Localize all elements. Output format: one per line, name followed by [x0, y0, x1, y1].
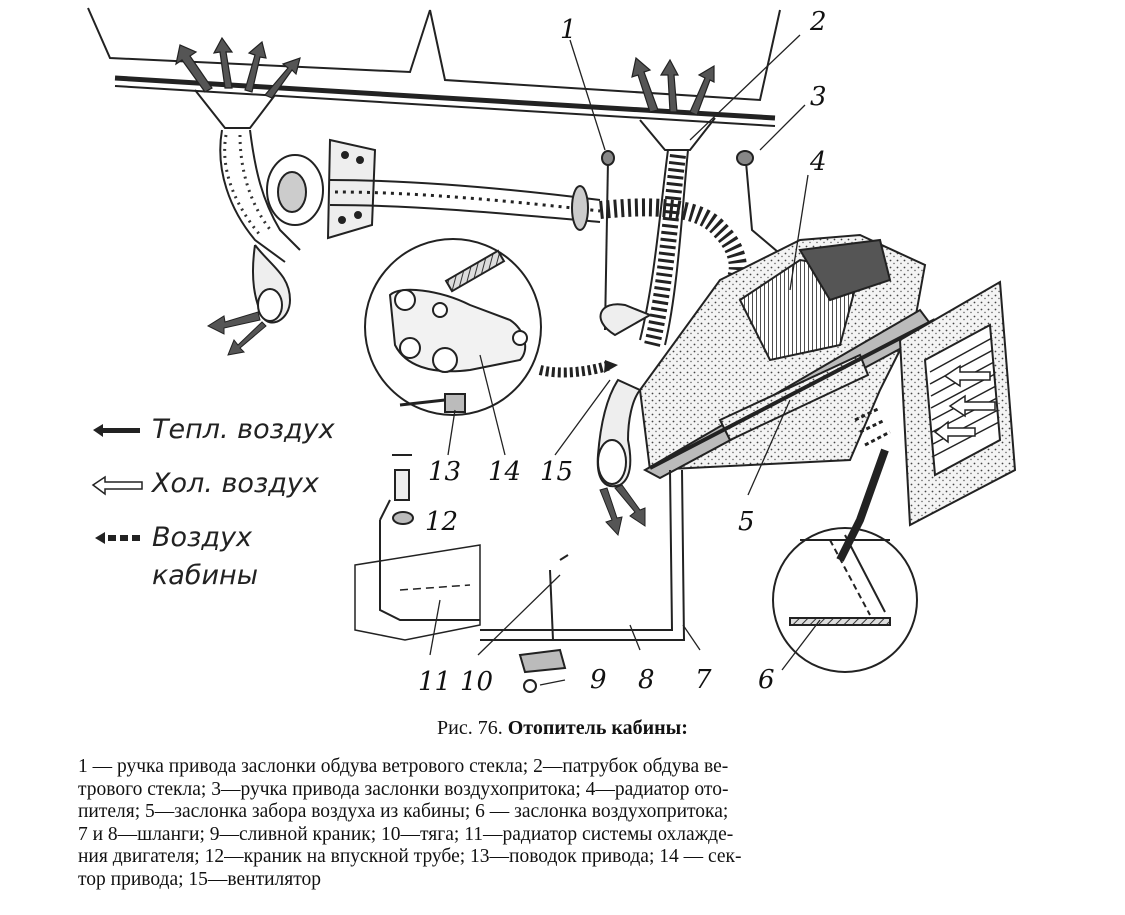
- callout-12: 12: [425, 507, 458, 537]
- callout-4: 4: [809, 147, 827, 177]
- rod-1: [601, 150, 615, 331]
- callout-13: 13: [428, 457, 461, 487]
- mount-flange: [266, 138, 377, 240]
- cabin-air-arrows: [854, 406, 891, 447]
- caption-prefix: Рис. 76.: [437, 717, 503, 739]
- inset-linkage: [364, 238, 542, 416]
- caption-title: Отопитель кабины:: [507, 717, 688, 739]
- caption-line: 7 и 8—шланги; 9—сливной краник; 10—тяга;…: [78, 823, 734, 845]
- cold-air-arrows: [933, 364, 996, 444]
- callout-10: 10: [460, 667, 493, 697]
- link-arrow: [538, 360, 612, 378]
- hose-clamp: [571, 185, 589, 231]
- callout-6: 6: [758, 665, 775, 695]
- callout-7: 7: [695, 665, 712, 695]
- legend-cold-arrow: [91, 475, 143, 496]
- hose-ribs: [334, 190, 601, 213]
- caption-line: тор привода; 15—вентилятор: [78, 868, 321, 890]
- callout-3: 3: [810, 82, 827, 112]
- fan-air-arrows: [599, 484, 646, 537]
- drain-valve-9: [518, 648, 567, 693]
- center-hose-ribs: [644, 154, 686, 347]
- legend-cabin-label: Воздух: [152, 522, 253, 553]
- legend-warm-arrow: [93, 424, 140, 437]
- callout-1: 1: [560, 15, 577, 45]
- figure-caption-title: Рис. 76. Отопитель кабины:: [0, 717, 1125, 740]
- figure-caption-body: 1 — ручка привода заслонки обдува ветров…: [78, 756, 1088, 891]
- legend-cabin-label-2: кабины: [152, 560, 259, 591]
- leader-lines: [429, 34, 821, 686]
- control-cable: [836, 448, 889, 562]
- warm-air-arrows-left: [175, 36, 301, 99]
- tap-12: [392, 454, 414, 525]
- callout-2: 2: [809, 7, 827, 37]
- callout-5: 5: [738, 507, 755, 537]
- legend-cabin-arrow: [95, 532, 140, 544]
- caption-line: ния двигателя; 12—краник на впускной тру…: [78, 846, 742, 867]
- warm-air-arrows-right: [631, 56, 715, 116]
- left-hose-ribs: [223, 134, 274, 236]
- callout-9: 9: [590, 665, 607, 695]
- inset-damper: [772, 527, 918, 673]
- callout-15: 15: [540, 457, 573, 487]
- legend-warm-label: Тепл. воздух: [152, 414, 335, 445]
- caption-line: трового стекла; 3—ручка привода заслонки…: [78, 778, 729, 800]
- callout-11: 11: [418, 667, 451, 697]
- callout-8: 8: [638, 665, 655, 695]
- engine-block: [354, 544, 481, 641]
- callout-14: 14: [488, 457, 521, 487]
- fan-outlet: [596, 378, 642, 488]
- caption-line: пителя; 5—заслонка забора воздуха из каб…: [78, 801, 729, 822]
- caption-line: 1 — ручка привода заслонки обдува ветров…: [78, 756, 729, 777]
- heater-housing: [599, 233, 937, 480]
- left-outlet-arrows: [206, 311, 267, 356]
- heater-pipes: [379, 469, 686, 641]
- housing-edge: [649, 318, 936, 470]
- hose-bend: [599, 198, 747, 285]
- corrugated-hose: [329, 179, 601, 223]
- left-defroster-nozzle: [194, 89, 301, 324]
- legend-cold-label: Хол. воздух: [152, 468, 319, 499]
